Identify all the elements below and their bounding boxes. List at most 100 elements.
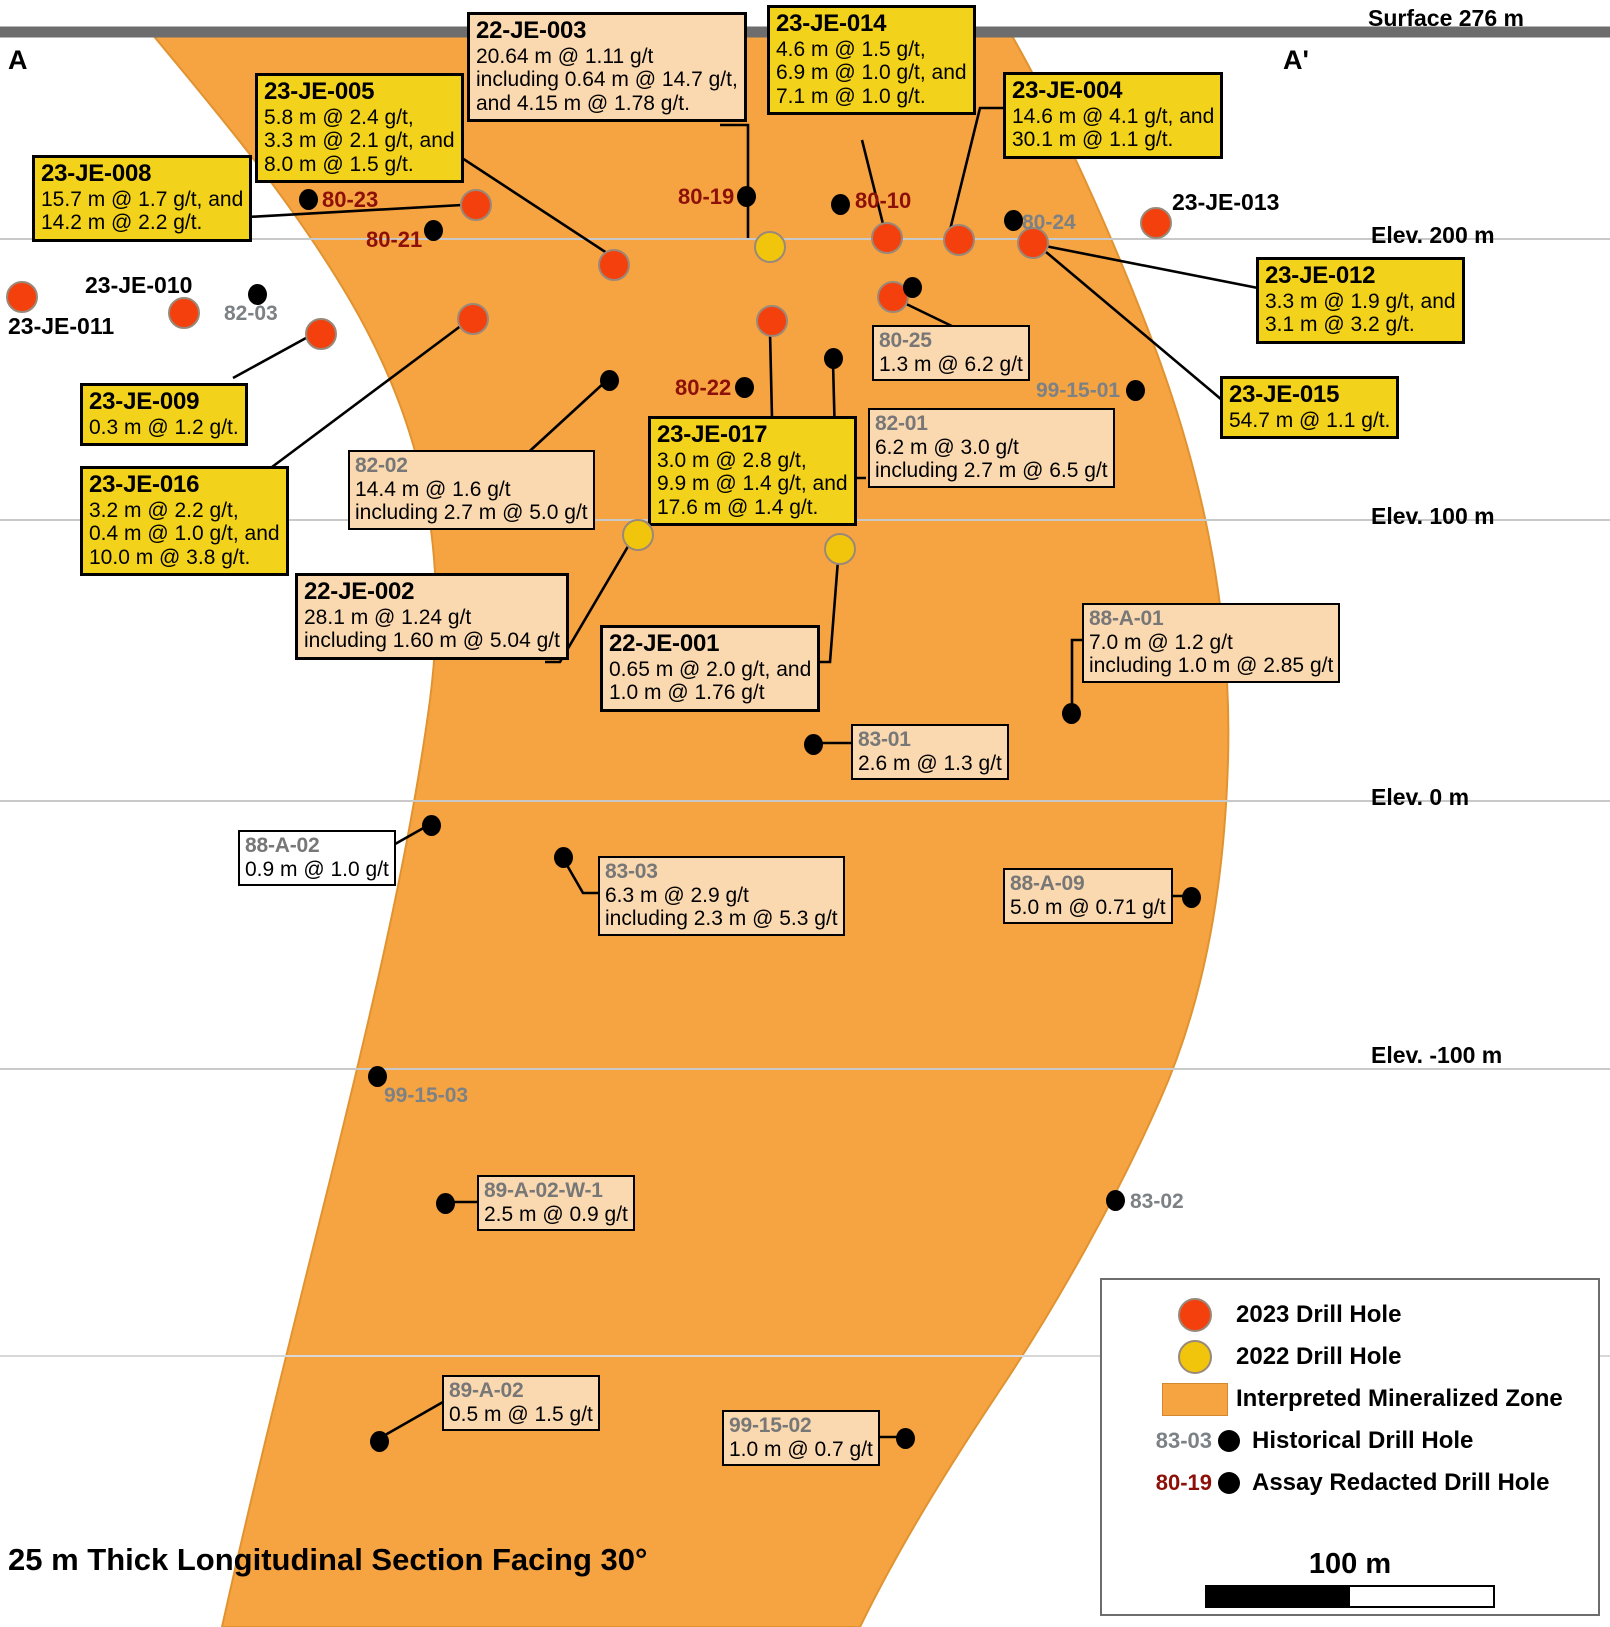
zone-swatch-icon: [1160, 1382, 1230, 1416]
callout-83-01[interactable]: 83-01 2.6 m @ 1.3 g/t: [851, 724, 1009, 781]
callout-id: 23-JE-005: [264, 78, 375, 105]
drill-hole-marker-82-02[interactable]: [600, 370, 619, 391]
callout-83-03[interactable]: 83-03 6.3 m @ 2.9 g/t including 2.3 m @ …: [598, 856, 845, 936]
drill-hole-marker-23-JE-017[interactable]: [756, 305, 788, 337]
callout-line: 9.9 m @ 1.4 g/t, and: [657, 472, 848, 496]
drill-hole-marker-80-10[interactable]: [831, 194, 850, 215]
drill-hole-marker-23-JE-004[interactable]: [943, 224, 975, 256]
callout-22-JE-001[interactable]: 22-JE-001 0.65 m @ 2.0 g/t, and 1.0 m @ …: [600, 625, 821, 712]
drill-hole-marker-23-JE-016[interactable]: [457, 303, 489, 335]
callout-line: 0.65 m @ 2.0 g/t, and: [609, 657, 812, 681]
drill-hole-marker-23-JE-011[interactable]: [6, 281, 38, 313]
drill-hole-marker-23-JE-005[interactable]: [598, 249, 630, 281]
callout-id: 23-JE-004: [1012, 77, 1123, 104]
drill-hole-marker-89-A-02[interactable]: [370, 1431, 389, 1452]
callout-line: 8.0 m @ 1.5 g/t.: [264, 152, 414, 176]
drill-hole-marker-82-03[interactable]: [248, 284, 267, 305]
callout-line: 3.3 m @ 2.1 g/t, and: [264, 129, 455, 153]
callout-88-A-09[interactable]: 88-A-09 5.0 m @ 0.71 g/t: [1003, 868, 1173, 925]
drill-hole-marker-88-A-09[interactable]: [1182, 887, 1201, 908]
drill-hole-marker-22-JE-001[interactable]: [824, 533, 856, 565]
callout-22-JE-002[interactable]: 22-JE-002 28.1 m @ 1.24 g/t including 1.…: [295, 573, 569, 660]
drill-hole-marker-82-01[interactable]: [824, 348, 843, 369]
drill-hole-marker-80-22[interactable]: [735, 377, 754, 398]
callout-89-A-02-W-1[interactable]: 89-A-02-W-1 2.5 m @ 0.9 g/t: [477, 1175, 635, 1232]
callout-23-JE-016[interactable]: 23-JE-016 3.2 m @ 2.2 g/t, 0.4 m @ 1.0 g…: [80, 466, 289, 577]
elev-label-minus100: Elev. -100 m: [1371, 1042, 1503, 1068]
drill-hole-marker-99-15-02[interactable]: [896, 1428, 915, 1449]
drill-hole-marker-23-JE-008[interactable]: [460, 189, 492, 221]
drill-hole-marker-23-JE-009[interactable]: [305, 318, 337, 350]
callout-id: 23-JE-009: [89, 388, 200, 415]
callout-line: 0.4 m @ 1.0 g/t, and: [89, 522, 280, 546]
drill-hole-marker-23-JE-010[interactable]: [168, 297, 200, 329]
drill-hole-marker-99-15-01[interactable]: [1126, 380, 1145, 401]
drill-hole-marker-83-02[interactable]: [1106, 1190, 1125, 1211]
callout-23-JE-004[interactable]: 23-JE-004 14.6 m @ 4.1 g/t, and 30.1 m @…: [1003, 72, 1224, 159]
drill-hole-marker-99-15-03[interactable]: [368, 1066, 387, 1087]
callout-89-A-02[interactable]: 89-A-02 0.5 m @ 1.5 g/t: [442, 1375, 600, 1432]
callout-23-JE-015[interactable]: 23-JE-015 54.7 m @ 1.1 g/t.: [1220, 376, 1400, 440]
callout-22-JE-003[interactable]: 22-JE-003 20.64 m @ 1.11 g/t including 0…: [467, 12, 747, 123]
callout-line: 2.5 m @ 0.9 g/t: [484, 1202, 628, 1226]
callout-88-A-02[interactable]: 88-A-02 0.9 m @ 1.0 g/t: [238, 830, 396, 887]
callout-line: 30.1 m @ 1.1 g/t.: [1012, 128, 1174, 152]
drill-hole-marker-80-23[interactable]: [299, 189, 318, 210]
drill-hole-marker-80-25[interactable]: [903, 277, 922, 298]
callout-line: 5.8 m @ 2.4 g/t,: [264, 105, 414, 129]
callout-line: 3.3 m @ 1.9 g/t, and: [1265, 289, 1456, 313]
callout-23-JE-017[interactable]: 23-JE-017 3.0 m @ 2.8 g/t, 9.9 m @ 1.4 g…: [648, 416, 857, 527]
callout-23-JE-009[interactable]: 23-JE-009 0.3 m @ 1.2 g/t.: [80, 383, 248, 447]
callout-23-JE-008[interactable]: 23-JE-008 15.7 m @ 1.7 g/t, and 14.2 m @…: [32, 155, 253, 242]
callout-id: 23-JE-017: [657, 421, 768, 448]
callout-82-01[interactable]: 82-01 6.2 m @ 3.0 g/t including 2.7 m @ …: [868, 408, 1115, 488]
callout-id: 89-A-02: [449, 1379, 524, 1402]
callout-id: 88-A-01: [1089, 607, 1164, 630]
legend-label: Assay Redacted Drill Hole: [1252, 1469, 1550, 1496]
callout-line: including 1.60 m @ 5.04 g/t: [304, 629, 560, 653]
elev-label-200: Elev. 200 m: [1371, 222, 1495, 248]
callout-88-A-01[interactable]: 88-A-01 7.0 m @ 1.2 g/t including 1.0 m …: [1082, 603, 1341, 683]
drill-hole-marker-22-JE-003[interactable]: [754, 231, 786, 263]
drill-hole-marker-23-JE-012[interactable]: [1017, 227, 1049, 259]
callout-line: 6.9 m @ 1.0 g/t, and: [776, 61, 967, 85]
elev-label-100: Elev. 100 m: [1371, 503, 1495, 529]
marker-2023-icon: [1160, 1298, 1230, 1332]
callout-line: and 4.15 m @ 1.78 g/t.: [476, 91, 690, 115]
drill-hole-marker-89-A-02-W-1[interactable]: [436, 1193, 455, 1214]
callout-line: 5.0 m @ 0.71 g/t: [1010, 895, 1166, 919]
callout-23-JE-014[interactable]: 23-JE-014 4.6 m @ 1.5 g/t, 6.9 m @ 1.0 g…: [767, 5, 976, 116]
drill-hole-marker-80-19[interactable]: [737, 186, 756, 207]
marker-label-99-15-01: 99-15-01: [1036, 379, 1121, 402]
callout-line: 20.64 m @ 1.11 g/t: [476, 44, 654, 68]
drill-hole-marker-83-01[interactable]: [804, 734, 823, 755]
callout-line: 3.1 m @ 3.2 g/t.: [1265, 313, 1415, 337]
scale-bar-empty-half: [1350, 1587, 1493, 1606]
callout-line: 14.4 m @ 1.6 g/t: [355, 477, 511, 501]
legend-example-id: 83-03: [1155, 1428, 1212, 1453]
callout-id: 23-JE-014: [776, 10, 887, 37]
marker-label-80-19: 80-19: [678, 184, 735, 209]
callout-23-JE-005[interactable]: 23-JE-005 5.8 m @ 2.4 g/t, 3.3 m @ 2.1 g…: [255, 73, 464, 184]
callout-80-25[interactable]: 80-25 1.3 m @ 6.2 g/t: [872, 325, 1030, 382]
drill-hole-marker-88-A-01[interactable]: [1062, 703, 1081, 724]
callout-line: including 1.0 m @ 2.85 g/t: [1089, 654, 1334, 678]
callout-99-15-02[interactable]: 99-15-02 1.0 m @ 0.7 g/t: [722, 1410, 880, 1467]
drill-hole-marker-83-03[interactable]: [554, 847, 573, 868]
drill-hole-marker-23-JE-013[interactable]: [1140, 207, 1172, 239]
drill-hole-marker-80-24[interactable]: [1004, 210, 1023, 231]
callout-82-02[interactable]: 82-02 14.4 m @ 1.6 g/t including 2.7 m @…: [348, 450, 595, 530]
marker-label-80-21: 80-21: [366, 227, 423, 252]
callout-id: 22-JE-002: [304, 578, 415, 605]
marker-label-82-03: 82-03: [224, 302, 278, 325]
marker-label-80-10: 80-10: [855, 188, 912, 213]
callout-line: 4.6 m @ 1.5 g/t,: [776, 37, 926, 61]
drill-hole-marker-22-JE-002[interactable]: [622, 519, 654, 551]
callout-line: 0.5 m @ 1.5 g/t: [449, 1402, 593, 1426]
drill-hole-marker-80-21[interactable]: [424, 220, 443, 241]
figure-title: 25 m Thick Longitudinal Section Facing 3…: [8, 1542, 648, 1577]
drill-hole-marker-23-JE-014[interactable]: [871, 222, 903, 254]
drill-hole-marker-88-A-02[interactable]: [422, 815, 441, 836]
callout-23-JE-012[interactable]: 23-JE-012 3.3 m @ 1.9 g/t, and 3.1 m @ 3…: [1256, 257, 1465, 344]
